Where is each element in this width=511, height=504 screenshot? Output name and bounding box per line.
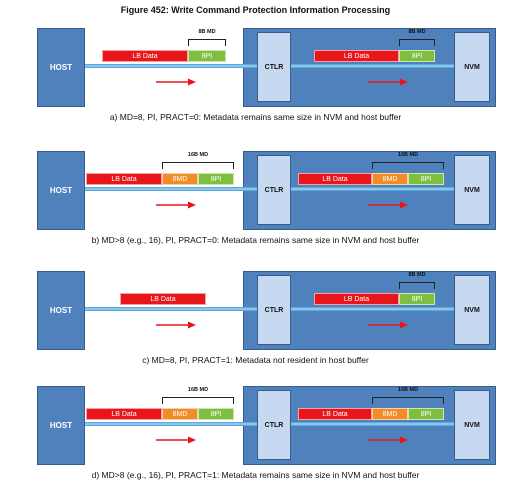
host-bus	[85, 307, 257, 311]
nvm-md: 8MD	[372, 173, 408, 185]
panel-caption: a) MD=8, PI, PRACT=0: Metadata remains s…	[109, 112, 402, 122]
nvm-brace-label: 8B MD	[408, 29, 426, 35]
panel-caption: d) MD>8 (e.g., 16), PI, PRACT=1: Metadat…	[91, 470, 420, 480]
panel-a: HOST CTLR NVM 8B MD LB Data 8PI 8B MD LB…	[0, 28, 511, 146]
arrow-right-icon	[156, 321, 196, 329]
arrow-right-icon	[156, 436, 196, 444]
arrow-right-icon	[368, 78, 408, 86]
nvm-lb-data: LB Data	[314, 50, 399, 62]
nvm-brace	[399, 39, 435, 46]
nvm-bus	[291, 307, 454, 311]
host-bus	[85, 422, 257, 426]
host-bus	[85, 64, 257, 68]
figure-title: Figure 452: Write Command Protection Inf…	[120, 5, 391, 15]
nvm-block: NVM	[454, 155, 490, 225]
nvm-bus	[291, 422, 454, 426]
nvm-brace	[399, 282, 435, 289]
panel-caption: b) MD>8 (e.g., 16), PI, PRACT=0: Metadat…	[91, 235, 420, 245]
nvm-md: 8MD	[372, 408, 408, 420]
host-lb-data: LB Data	[120, 293, 206, 305]
host-brace-label: 16B MD	[187, 152, 209, 158]
panel-b: HOST CTLR NVM 16B MD LB Data 8MD 8PI 16B…	[0, 151, 511, 269]
ctlr-block: CTLR	[257, 275, 291, 345]
nvm-bus	[291, 187, 454, 191]
nvm-lb-data: LB Data	[298, 408, 372, 420]
ctlr-block: CTLR	[257, 155, 291, 225]
nvm-brace-label: 16B MD	[397, 387, 419, 393]
panel-caption: c) MD=8, PI, PRACT=1: Metadata not resid…	[142, 355, 369, 365]
host-md: 8MD	[162, 408, 198, 420]
panel-d: HOST CTLR NVM 16B MD LB Data 8MD 8PI 16B…	[0, 386, 511, 504]
host-brace-label: 8B MD	[198, 29, 216, 35]
nvm-pi: 8PI	[399, 293, 435, 305]
host-brace	[188, 39, 226, 46]
arrow-right-icon	[156, 78, 196, 86]
host-lb-data: LB Data	[102, 50, 188, 62]
host-pi: 8PI	[188, 50, 226, 62]
host-block: HOST	[37, 386, 85, 465]
host-brace	[162, 162, 234, 169]
host-brace	[162, 397, 234, 404]
nvm-brace	[372, 397, 444, 404]
ctlr-block: CTLR	[257, 32, 291, 102]
panel-c: HOST CTLR NVM LB Data 8B MD LB Data 8PI …	[0, 271, 511, 389]
arrow-right-icon	[156, 201, 196, 209]
nvm-brace-label: 16B MD	[397, 152, 419, 158]
host-lb-data: LB Data	[86, 173, 162, 185]
nvm-block: NVM	[454, 275, 490, 345]
nvm-lb-data: LB Data	[314, 293, 399, 305]
nvm-bus	[291, 64, 454, 68]
host-pi: 8PI	[198, 408, 234, 420]
nvm-block: NVM	[454, 390, 490, 460]
host-brace-label: 16B MD	[187, 387, 209, 393]
host-block: HOST	[37, 28, 85, 107]
nvm-brace	[372, 162, 444, 169]
host-lb-data: LB Data	[86, 408, 162, 420]
nvm-brace-label: 8B MD	[408, 272, 426, 278]
host-block: HOST	[37, 151, 85, 230]
arrow-right-icon	[368, 321, 408, 329]
host-bus	[85, 187, 257, 191]
host-pi: 8PI	[198, 173, 234, 185]
nvm-pi: 8PI	[408, 408, 444, 420]
host-md: 8MD	[162, 173, 198, 185]
nvm-pi: 8PI	[399, 50, 435, 62]
nvm-pi: 8PI	[408, 173, 444, 185]
nvm-lb-data: LB Data	[298, 173, 372, 185]
nvm-block: NVM	[454, 32, 490, 102]
arrow-right-icon	[368, 201, 408, 209]
host-block: HOST	[37, 271, 85, 350]
arrow-right-icon	[368, 436, 408, 444]
ctlr-block: CTLR	[257, 390, 291, 460]
